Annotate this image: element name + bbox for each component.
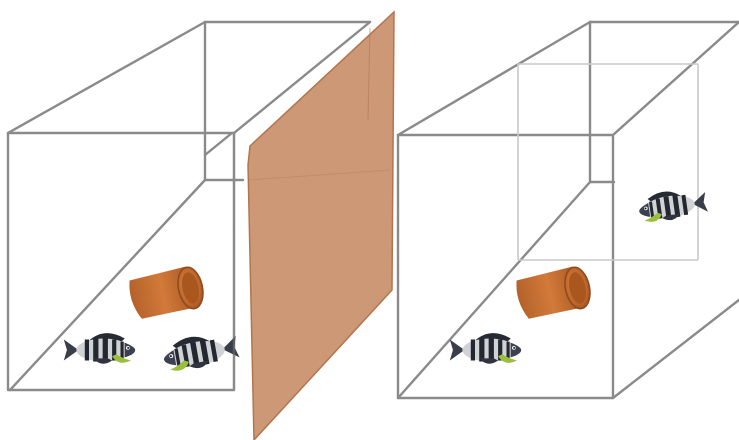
left-fish-2 [161,329,240,374]
opaque-barrier [248,12,394,440]
right-panel [398,22,739,398]
right-fish-1 [450,333,521,364]
left-flowerpot-shelter [127,264,207,321]
transparent-divider [518,64,698,260]
left-fish-1 [64,333,135,364]
right-flowerpot-shelter [514,264,594,321]
left-panel [8,12,394,440]
